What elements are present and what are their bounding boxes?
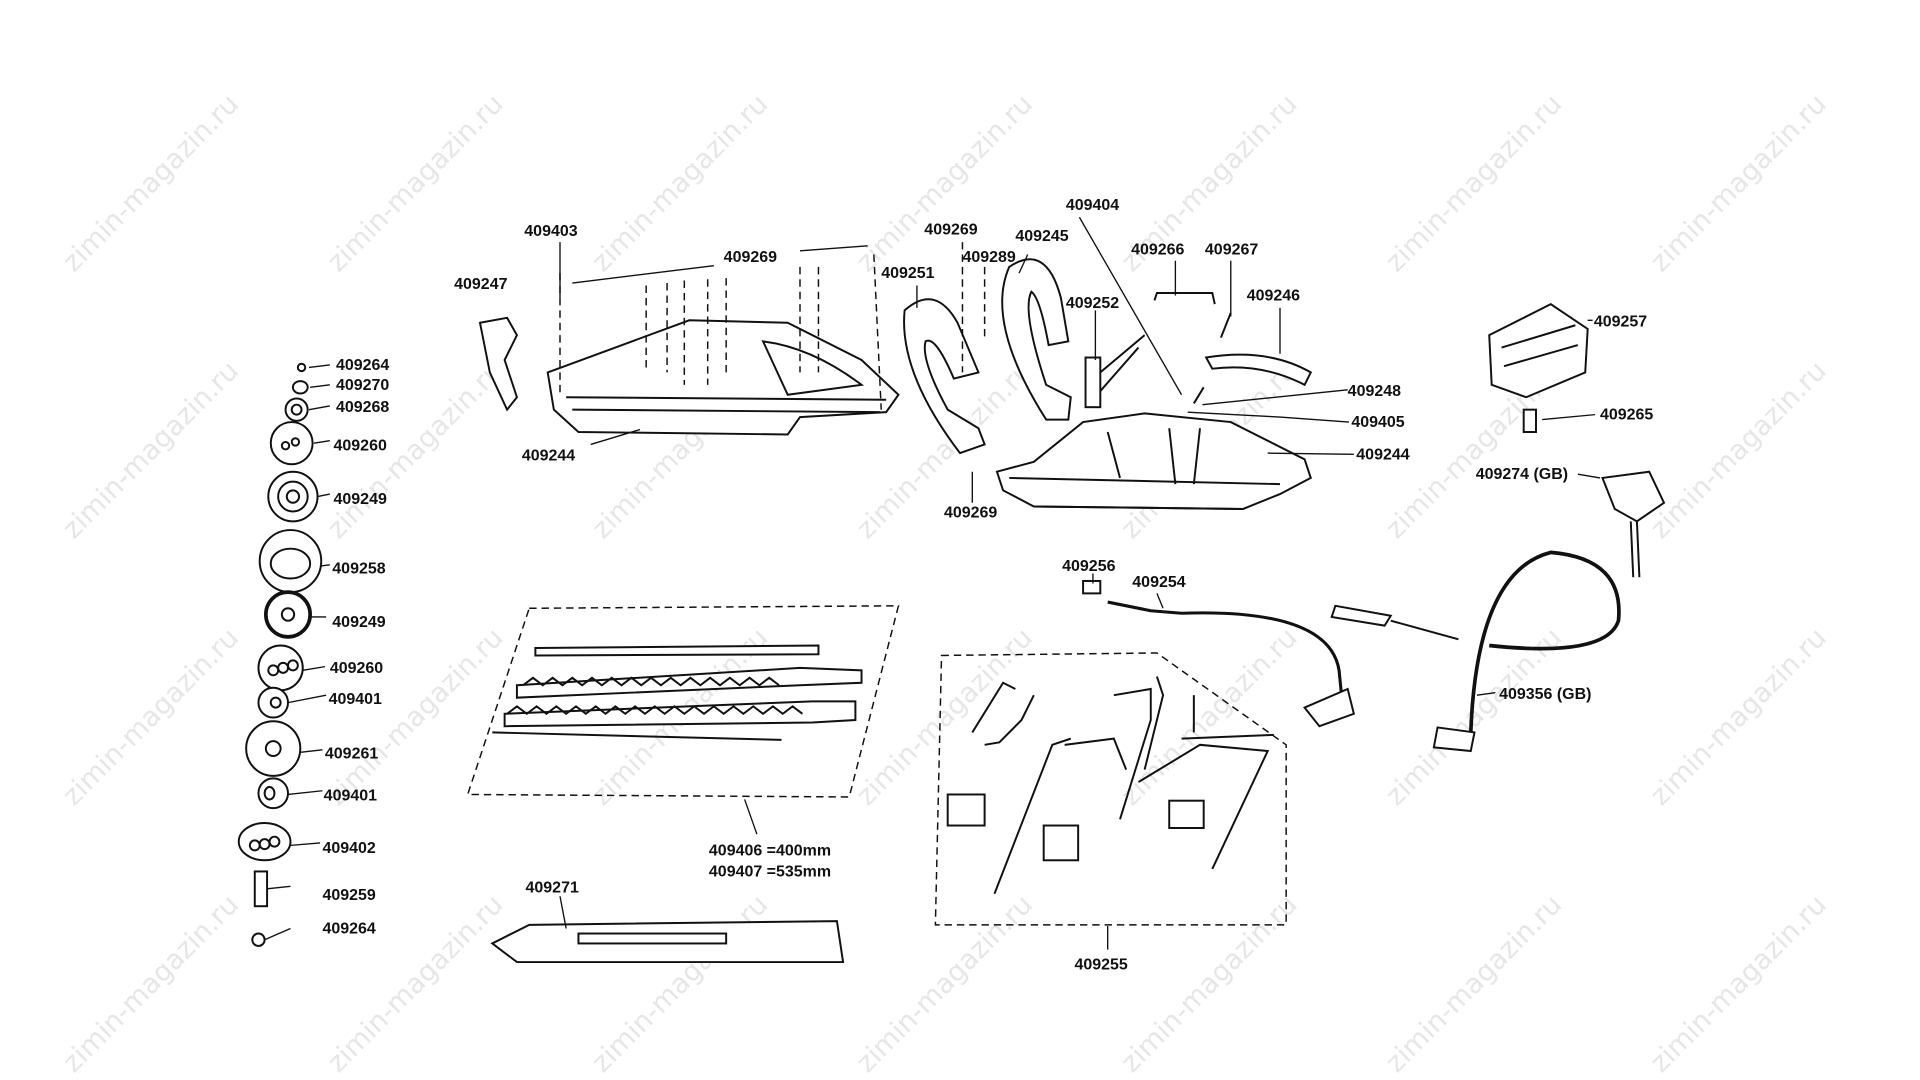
watermark-text: zimin-magazin.ru [1645, 889, 1833, 1079]
label-409260: 409260 [330, 659, 383, 677]
watermark-text: zimin-magazin.ru [586, 889, 774, 1079]
label-409258: 409258 [332, 559, 385, 577]
label-409274-gb: 409274 (GB) [1476, 465, 1568, 483]
label-409404: 409404 [1066, 196, 1119, 214]
watermark-text: zimin-magazin.ru [322, 88, 510, 278]
watermark-text: zimin-magazin.ru [57, 622, 245, 812]
label-409256: 409256 [1062, 557, 1115, 575]
label-409356-gb: 409356 (GB) [1499, 685, 1591, 703]
label-409269-bottom: 409269 [944, 504, 997, 522]
label-409251: 409251 [881, 264, 934, 282]
label-409267: 409267 [1205, 240, 1258, 258]
label-409289: 409289 [962, 248, 1015, 266]
label-409264: 409264 [336, 356, 389, 374]
label-409244-right: 409244 [1356, 445, 1409, 463]
label-409264: 409264 [322, 919, 375, 937]
label-409269-top: 409269 [724, 248, 777, 266]
label-409249: 409249 [332, 613, 385, 631]
watermark-text: zimin-magazin.ru [851, 622, 1039, 812]
left-washer-stack [237, 362, 330, 947]
label-409266: 409266 [1131, 240, 1184, 258]
watermark-text: zimin-magazin.ru [57, 88, 245, 278]
label-409247: 409247 [454, 275, 507, 293]
label-409245: 409245 [1015, 227, 1068, 245]
label-409402: 409402 [322, 839, 375, 857]
wiring-harness [934, 652, 1287, 950]
watermark-text: zimin-magazin.ru [1115, 622, 1303, 812]
watermark-text: zimin-magazin.ru [322, 622, 510, 812]
label-409260: 409260 [334, 437, 387, 455]
blade-assembly [466, 605, 900, 964]
watermark-text: zimin-magazin.ru [1645, 355, 1833, 545]
label-409244-left: 409244 [522, 446, 575, 464]
watermark-text: zimin-magazin.ru [1645, 622, 1833, 812]
label-409407: 409407 =535mm [709, 862, 831, 880]
label-409269-mid: 409269 [924, 221, 977, 239]
label-409401: 409401 [324, 787, 377, 805]
label-409401: 409401 [329, 690, 382, 708]
label-409255: 409255 [1074, 955, 1127, 973]
left-housing [478, 242, 900, 446]
watermark-text: zimin-magazin.ru [1380, 622, 1568, 812]
label-409403: 409403 [524, 222, 577, 240]
watermark-text: zimin-magazin.ru [57, 355, 245, 545]
label-409268: 409268 [336, 398, 389, 416]
watermark-text: zimin-magazin.ru [57, 889, 245, 1079]
watermark-text: zimin-magazin.ru [1645, 88, 1833, 278]
label-409261: 409261 [325, 744, 378, 762]
motor-and-cables [1082, 302, 1666, 753]
label-409265: 409265 [1600, 406, 1653, 424]
watermark-text: zimin-magazin.ru [1380, 889, 1568, 1079]
label-409259: 409259 [322, 886, 375, 904]
right-housing-assembly [903, 216, 1354, 510]
label-409254: 409254 [1132, 573, 1185, 591]
label-409248: 409248 [1348, 382, 1401, 400]
label-409270: 409270 [336, 376, 389, 394]
label-409246: 409246 [1247, 286, 1300, 304]
label-409249: 409249 [334, 490, 387, 508]
label-409405: 409405 [1351, 413, 1404, 431]
label-409252: 409252 [1066, 294, 1119, 312]
label-409406: 409406 =400mm [709, 841, 831, 859]
label-409271: 409271 [526, 878, 579, 896]
watermark-text: zimin-magazin.ru [1380, 88, 1568, 278]
watermark-text: zimin-magazin.ru [322, 889, 510, 1079]
watermark-text: zimin-magazin.ru [851, 889, 1039, 1079]
watermark-text: zimin-magazin.ru [1115, 889, 1303, 1079]
part-labels: 409403 409269 409247 409264 409270 40926… [322, 196, 1653, 974]
label-409257: 409257 [1594, 312, 1647, 330]
